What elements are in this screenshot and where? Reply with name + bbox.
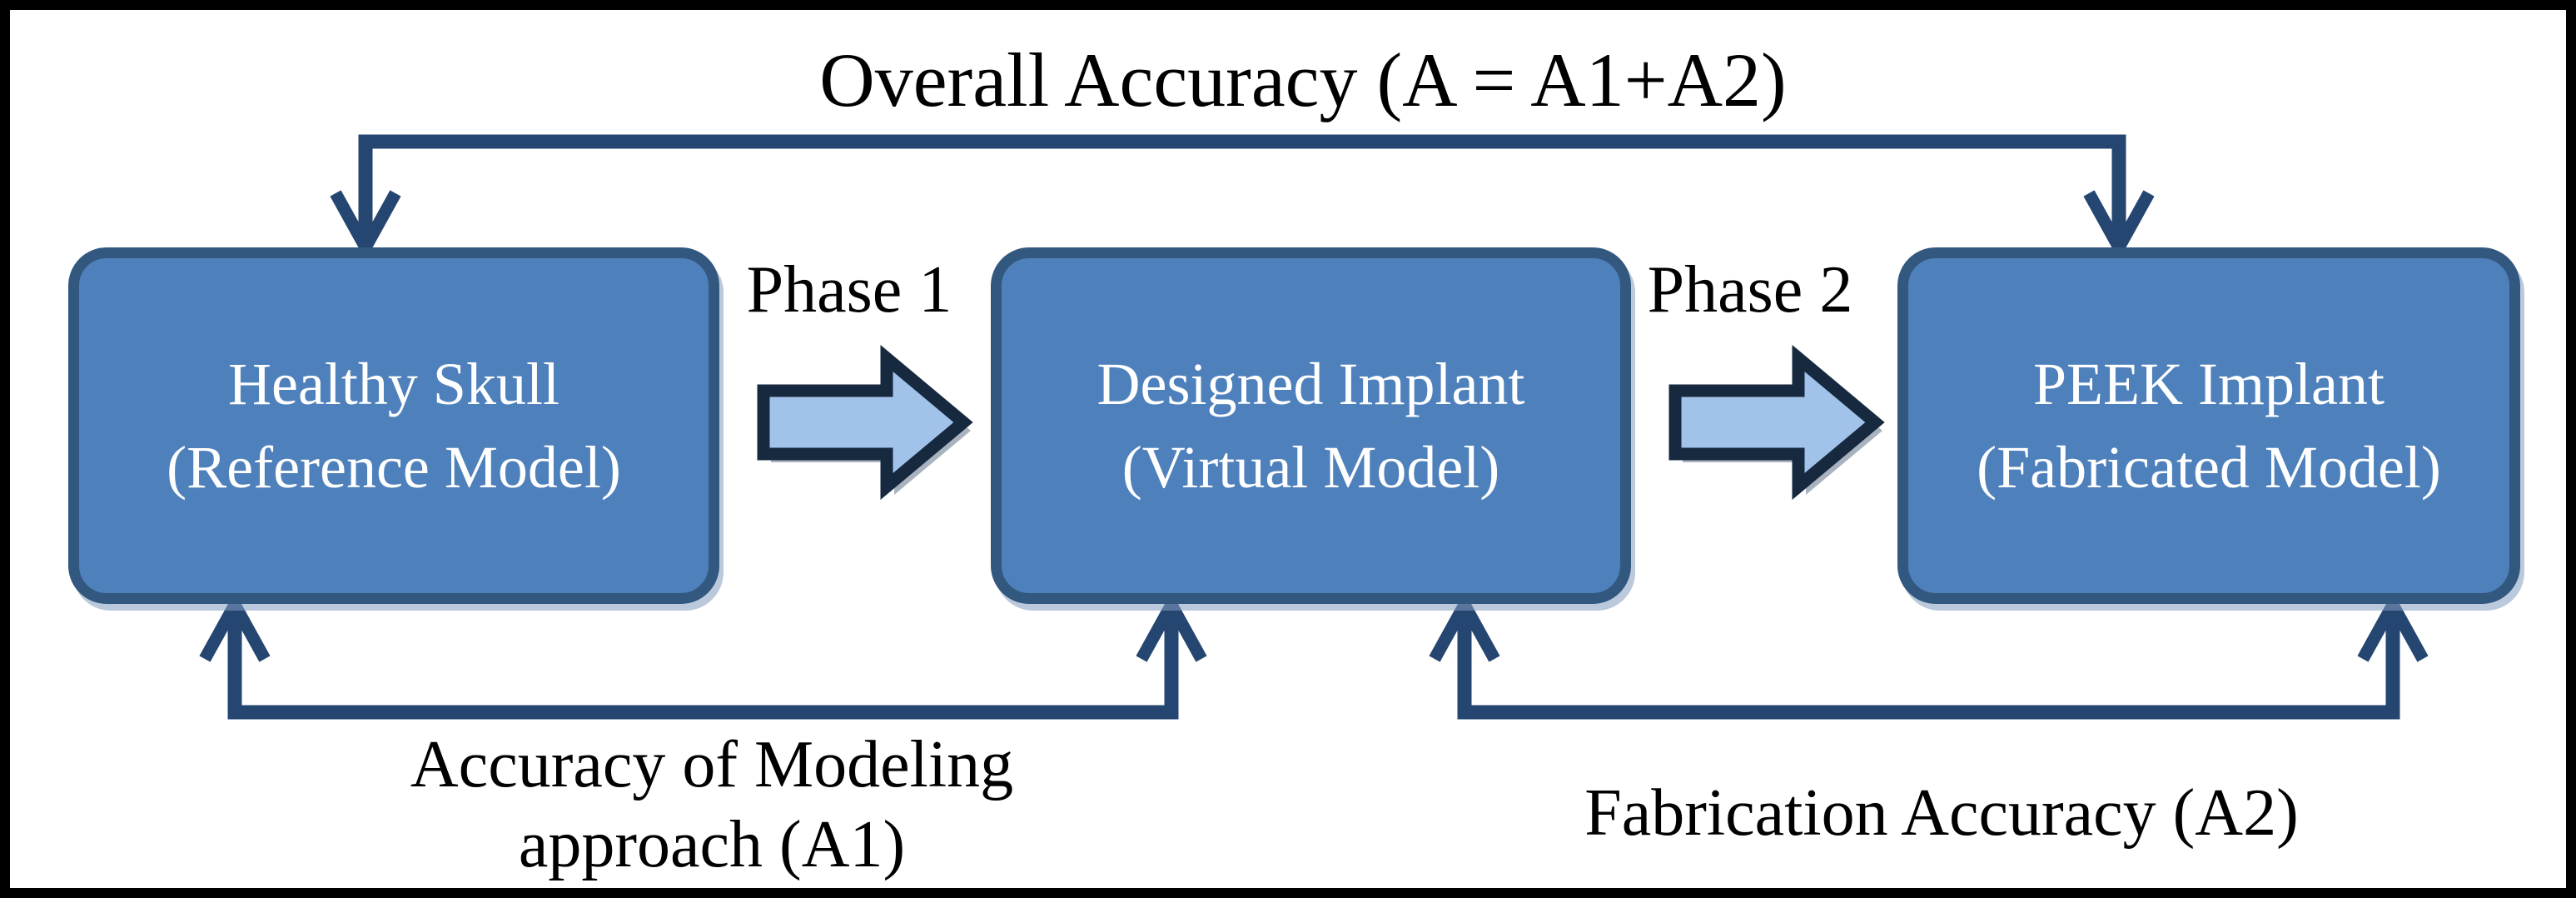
- phase1-label: Phase 1: [746, 253, 952, 327]
- phase2-label: Phase 2: [1647, 253, 1853, 327]
- node-designed-implant-line2: (Virtual Model): [1121, 434, 1500, 501]
- node-peek-implant-line1: PEEK Implant: [2033, 351, 2385, 417]
- diagram-title: Overall Accuracy (A = A1+A2): [819, 37, 1787, 122]
- a1-line: [227, 605, 1179, 720]
- node-healthy-skull-line2: (Reference Model): [167, 434, 621, 501]
- overall-accuracy-connector: [330, 134, 2155, 261]
- phase1-block-arrow-icon: [757, 344, 973, 501]
- overall-accuracy-line: [358, 134, 2126, 246]
- node-peek-implant: PEEK Implant (Fabricated Model): [1897, 247, 2520, 604]
- phase2-block-arrow: [1668, 344, 1885, 501]
- a1-annotation-line1: Accuracy of Modeling: [410, 728, 1014, 801]
- a2-annotation-line1: Fabrication Accuracy (A2): [1584, 776, 2299, 850]
- node-designed-implant: Designed Implant (Virtual Model): [991, 247, 1631, 604]
- a1-annotation: Accuracy of Modeling approach (A1): [212, 725, 1211, 885]
- connector-layer: [199, 134, 2429, 720]
- node-healthy-skull: Healthy Skull (Reference Model): [68, 247, 719, 604]
- up-arrowhead-a2-right-icon: [2357, 591, 2429, 662]
- up-arrowhead-a1-left-icon: [199, 591, 271, 662]
- a1-annotation-line2: approach (A1): [518, 808, 906, 881]
- phase2-block-arrow-icon: [1668, 344, 1885, 501]
- up-arrowhead-a1-right-icon: [1136, 591, 1207, 662]
- a2-connector: [1429, 591, 2429, 720]
- a2-annotation: Fabrication Accuracy (A2): [1359, 773, 2524, 853]
- a1-connector: [199, 591, 1207, 720]
- node-peek-implant-line2: (Fabricated Model): [1977, 434, 2441, 501]
- a2-line: [1457, 605, 2400, 720]
- up-arrowhead-a2-left-icon: [1429, 591, 1500, 662]
- phase1-block-arrow: [757, 344, 973, 501]
- node-healthy-skull-line1: Healthy Skull: [228, 351, 559, 417]
- node-designed-implant-line1: Designed Implant: [1097, 351, 1525, 417]
